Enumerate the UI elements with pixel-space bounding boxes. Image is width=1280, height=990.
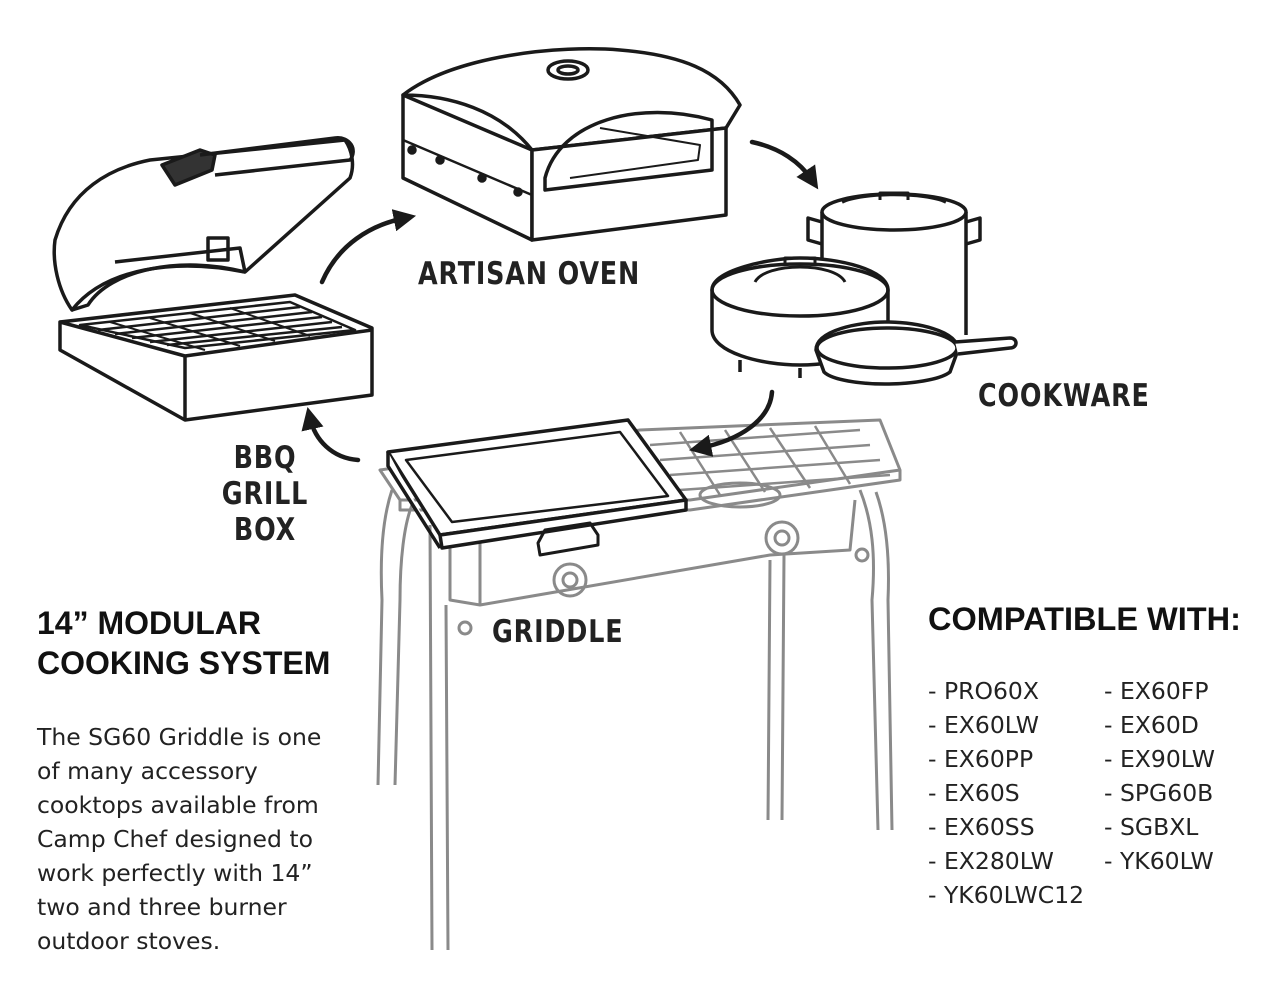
arrow-bbq-to-oven (319, 209, 417, 285)
compatible-model: - SPG60B (1104, 779, 1214, 807)
arrow-oven-to-cookware (749, 139, 819, 190)
compatible-model: - EX60PP (928, 745, 1034, 773)
compatible-model: - EX60FP (1104, 677, 1209, 705)
compatible-model: - EX60S (928, 779, 1020, 807)
compatible-model: - EX90LW (1104, 745, 1215, 773)
compatible-list-column-2: - EX60FP - EX60D - EX90LW - SPG60B - SGB… (1104, 674, 1215, 878)
arrow-griddle-to-bbq (301, 407, 361, 463)
cycle-arrows (301, 139, 819, 463)
compatible-model: - EX280LW (928, 847, 1054, 875)
artisan-oven-label: ARTISAN OVEN (418, 256, 641, 292)
compatible-model: - YK60LW (1104, 847, 1214, 875)
compatible-model: - EX60D (1104, 711, 1199, 739)
compatible-model: - SGBXL (1104, 813, 1199, 841)
bbq-grill-box-label: BBQ GRILL BOX (187, 440, 343, 548)
compatible-model: - EX60SS (928, 813, 1035, 841)
compatible-model: - PRO60X (928, 677, 1039, 705)
artisan-oven-drawing (401, 47, 742, 242)
bbq-label-line1: BBQ (233, 440, 297, 476)
cookware-label: COOKWARE (978, 378, 1150, 414)
camp-stove-drawing (376, 418, 902, 951)
griddle-drawing (386, 418, 688, 557)
system-title: 14” MODULAR COOKING SYSTEM (37, 603, 330, 683)
system-title-line1: 14” MODULAR (37, 605, 262, 641)
system-title-line2: COOKING SYSTEM (37, 645, 331, 681)
cookware-drawing (710, 191, 1018, 386)
griddle-label: GRIDDLE (492, 614, 624, 650)
bbq-label-line2: GRILL BOX (221, 476, 309, 548)
compatible-model: - EX60LW (928, 711, 1039, 739)
compatible-model: - YK60LWC12 (928, 881, 1085, 909)
bbq-grill-box-drawing (52, 136, 374, 422)
arrow-cookware-to-griddle (688, 389, 775, 457)
compatible-list-column-1: - PRO60X - EX60LW - EX60PP - EX60S - EX6… (928, 674, 1084, 912)
system-description: The SG60 Griddle is one of many accessor… (37, 723, 322, 955)
compatible-title: COMPATIBLE WITH: (928, 601, 1241, 637)
